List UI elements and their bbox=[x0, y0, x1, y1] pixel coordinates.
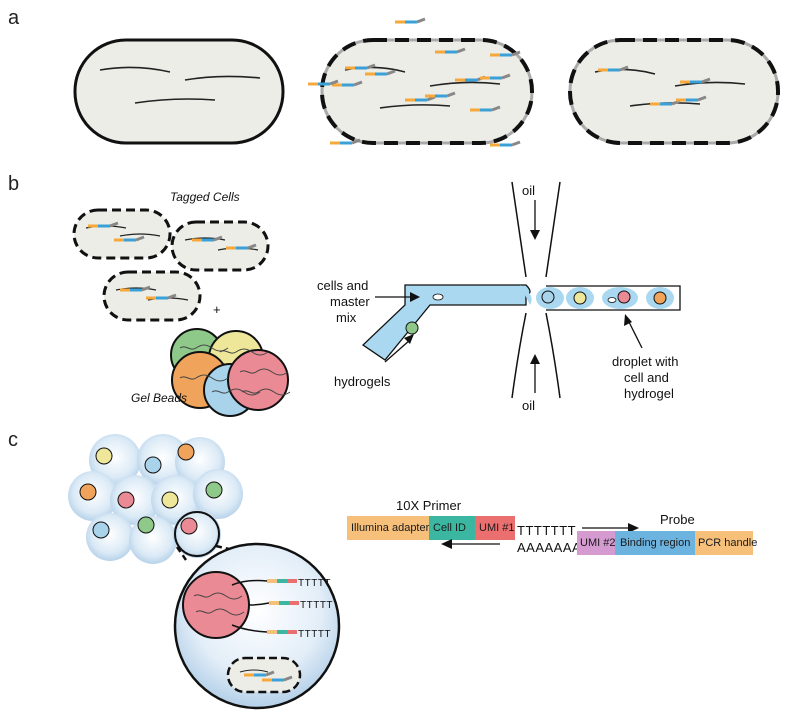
panel-letter-a: a bbox=[8, 7, 20, 29]
gel-beads-cluster bbox=[170, 328, 291, 417]
plus-sign: + bbox=[213, 302, 221, 317]
bead-tail-1: TTTTT bbox=[298, 578, 331, 589]
zoom-callout bbox=[173, 542, 341, 710]
primer-segments bbox=[347, 516, 515, 549]
oil-bottom-label: oil bbox=[522, 398, 535, 413]
cell-intact bbox=[73, 38, 285, 145]
poly-a: AAAAAAA bbox=[517, 540, 581, 555]
gel-beads-label: Gel Beads bbox=[131, 391, 187, 405]
cells-label-line-3: mix bbox=[336, 310, 357, 325]
seg-umi1: UMI #1 bbox=[479, 522, 514, 534]
probe-title: Probe bbox=[660, 512, 695, 527]
tagged-cells-label: Tagged Cells bbox=[170, 190, 240, 204]
cell-tagged bbox=[568, 38, 780, 145]
poly-t: TTTTTTT bbox=[517, 523, 576, 538]
cells-label-line-1: cells and bbox=[317, 278, 368, 293]
bead-tail-2: TTTTT bbox=[300, 600, 333, 611]
panel-letter-c: c bbox=[8, 429, 18, 451]
seg-binding-region: Binding region bbox=[620, 537, 690, 549]
cells-label-line-2: master bbox=[330, 294, 370, 309]
bead-tail-3: TTTTT bbox=[298, 629, 331, 640]
droplet-cluster bbox=[68, 434, 243, 564]
droplet-label-line-1: droplet with bbox=[612, 354, 678, 369]
primer-title: 10X Primer bbox=[396, 498, 462, 513]
oil-top-label: oil bbox=[522, 183, 535, 198]
seg-cell-id: Cell ID bbox=[433, 522, 466, 534]
panel-letter-b: b bbox=[8, 173, 19, 195]
tagged-cells-group bbox=[72, 208, 270, 322]
seg-pcr-handle: PCR handle bbox=[698, 537, 757, 549]
droplet-label-line-2: cell and bbox=[624, 370, 669, 385]
seg-umi2: UMI #2 bbox=[580, 537, 615, 549]
hydrogels-label: hydrogels bbox=[334, 374, 391, 389]
cell-permeabilized bbox=[306, 17, 534, 147]
droplet-label-line-3: hydrogel bbox=[624, 386, 674, 401]
seg-illumina: Illumina adapter bbox=[351, 522, 430, 534]
probe-segments bbox=[577, 523, 753, 555]
microfluidic-chip bbox=[361, 181, 681, 399]
